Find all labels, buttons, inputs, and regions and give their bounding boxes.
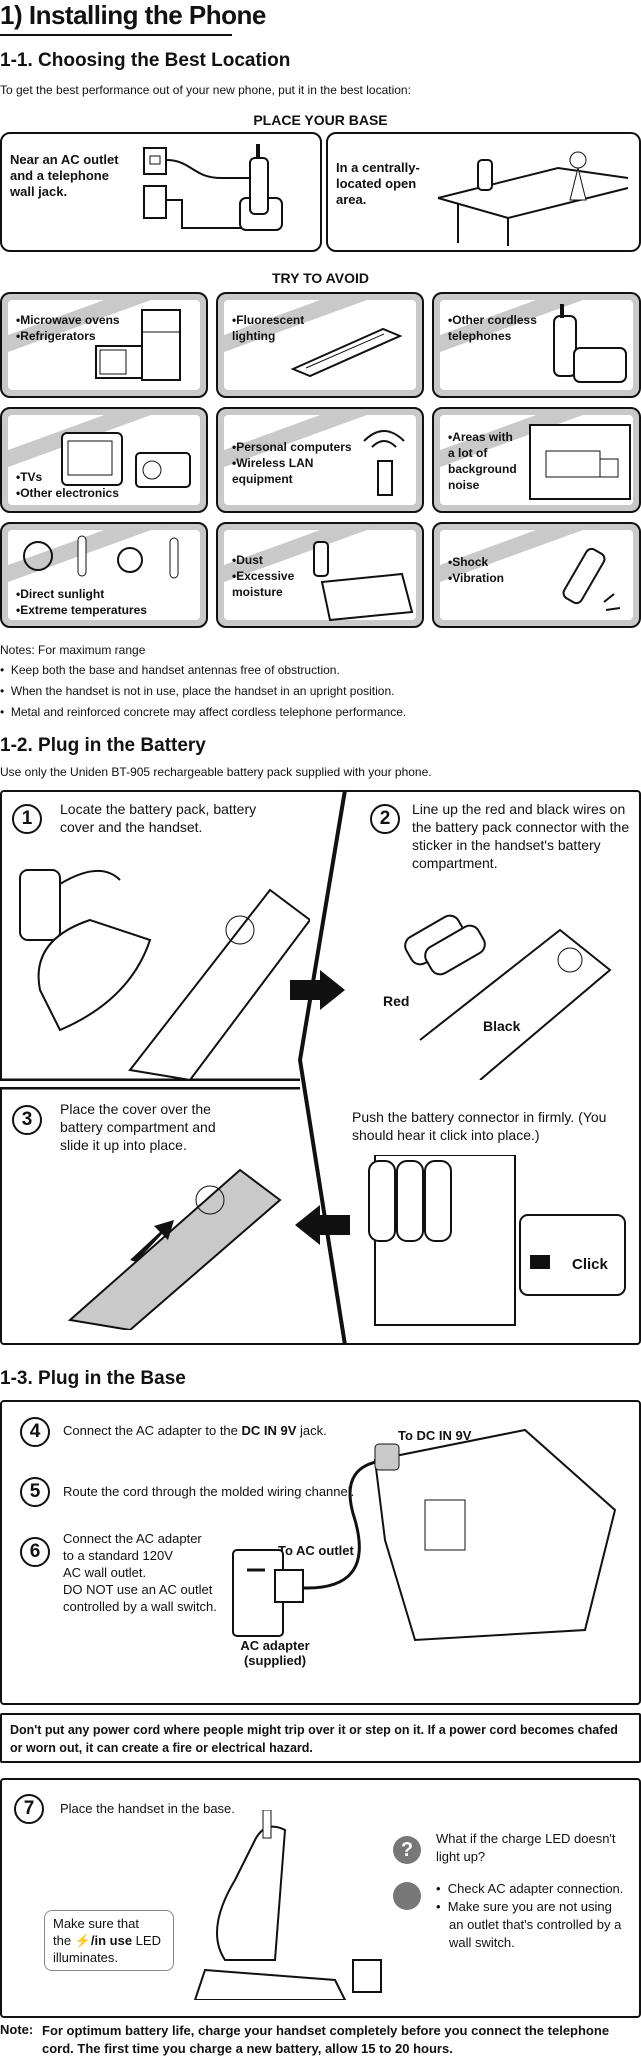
note-item: • When the handset is not in use, place …: [0, 684, 395, 698]
dropped-phone-icon: [562, 547, 621, 611]
step-5-text: Route the cord through the molded wiring…: [63, 1484, 355, 1499]
check-item: • Check AC adapter connection.: [436, 1881, 624, 1896]
place-central-text: In a centrally-located open area.: [336, 160, 420, 207]
charge-led-checks: • Check AC adapter connection. • Make su…: [436, 1880, 626, 1952]
place-near-outlet-text: Near an AC outlet and a telephone wall j…: [10, 152, 119, 199]
to-ac-label: To AC outlet: [278, 1543, 354, 1558]
fluorescent-light-icon: [290, 327, 403, 378]
page-title: 1) Installing the Phone: [0, 0, 266, 30]
step-5-number: 5: [20, 1477, 50, 1507]
avoid-sunlight-panel: •Direct sunlight•Extreme temperatures: [0, 522, 208, 628]
note-item: • Keep both the base and handset antenna…: [0, 663, 340, 677]
step-2-text: Line up the red and black wires on the b…: [412, 801, 630, 871]
question-icon: ?: [393, 1836, 421, 1864]
step-4-number: 4: [20, 1417, 50, 1447]
check-item: • Make sure you are not using an outlet …: [436, 1899, 622, 1950]
lightbulb-icon: [393, 1882, 421, 1910]
step-1-number: 1: [12, 804, 42, 834]
battery-cover-illustration: [67, 1168, 282, 1330]
notes-heading: Notes: For maximum range: [0, 643, 146, 657]
step-3-number: 3: [12, 1105, 42, 1135]
step-6-number: 6: [20, 1537, 50, 1567]
section-1-1-heading: 1-1. Choosing the Best Location: [0, 50, 291, 71]
final-note-label: Note:: [0, 2022, 34, 2037]
step-7-number: 7: [14, 1794, 44, 1824]
connector-click-illustration: [368, 1155, 626, 1326]
avoid-microwave-panel: •Microwave ovens•Refrigerators: [0, 292, 208, 398]
tv-radio-icon: [61, 432, 191, 488]
battery-pack-handset-illustration: [19, 869, 310, 1080]
wall-jack-illustration: [143, 144, 283, 231]
step-3-text: Place the cover over the battery compart…: [60, 1101, 216, 1153]
ac-adapter-label: AC adapter(supplied): [240, 1638, 310, 1668]
section-1-2-heading: 1-2. Plug in the Battery: [0, 735, 206, 756]
avoid-label: •Direct sunlight•Extreme temperatures: [16, 587, 147, 617]
step-4-text: Connect the AC adapter to the DC IN 9V j…: [63, 1423, 327, 1438]
avoid-tv-panel: •TVs•Other electronics: [0, 407, 208, 513]
base-adapter-illustration: [232, 1428, 617, 1642]
avoid-heading: TRY TO AVOID: [272, 270, 369, 286]
sun-thermometer-icon: [23, 535, 179, 579]
step-1-text: Locate the battery pack, battery cover a…: [60, 801, 257, 835]
avoid-shock-panel: •Shock•Vibration: [432, 522, 641, 628]
handset-in-base-illustration: [193, 1810, 382, 2000]
charge-led-question: What if the charge LED doesn't light up?: [436, 1831, 616, 1864]
cordless-phone-icon: [553, 304, 627, 383]
note-item: • Metal and reinforced concrete may affe…: [0, 705, 407, 719]
step-dividers: [0, 790, 350, 1345]
fridge-microwave-icon: [95, 309, 181, 381]
sink-moisture-icon: [313, 541, 414, 622]
push-connector-text: Push the battery connector in firmly. (Y…: [352, 1109, 607, 1143]
section-1-2-intro: Use only the Uniden BT-905 rechargeable …: [0, 765, 432, 779]
final-note: For optimum battery life, charge your ha…: [42, 2023, 610, 2056]
place-near-outlet-panel: Near an AC outlet and a telephone wall j…: [0, 132, 322, 252]
click-label: Click: [572, 1256, 608, 1273]
led-callout: Make sure that the ⚡/in use LED illumina…: [44, 1910, 174, 1971]
black-wire-label: Black: [483, 1018, 521, 1034]
window-truck-icon: [529, 424, 631, 500]
step-7-text: Place the handset in the base.: [60, 1801, 235, 1816]
title-underline: [0, 34, 232, 36]
avoid-label: •TVs•Other electronics: [16, 470, 119, 500]
power-cord-warning-box: Don't put any power cord where people mi…: [0, 1713, 641, 1763]
power-cord-warning: Don't put any power cord where people mi…: [10, 1723, 618, 1755]
place-heading: PLACE YOUR BASE: [253, 112, 388, 128]
avoid-label: •Microwave ovens•Refrigerators: [16, 313, 120, 343]
section-1-1-intro: To get the best performance out of your …: [0, 83, 411, 97]
to-dc-label: To DC IN 9V: [398, 1428, 472, 1443]
room-table-illustration: [437, 151, 629, 246]
step-2-number: 2: [370, 804, 400, 834]
battery-connector-illustration: [404, 914, 612, 1080]
red-wire-label: Red: [383, 993, 410, 1009]
notes-list: • Keep both the base and handset antenna…: [0, 662, 630, 720]
avoid-label: •Shock•Vibration: [448, 555, 504, 585]
wireless-router-icon: [363, 430, 405, 496]
section-1-3-heading: 1-3. Plug in the Base: [0, 1368, 186, 1389]
place-central-panel: In a centrally-located open area.: [326, 132, 641, 252]
